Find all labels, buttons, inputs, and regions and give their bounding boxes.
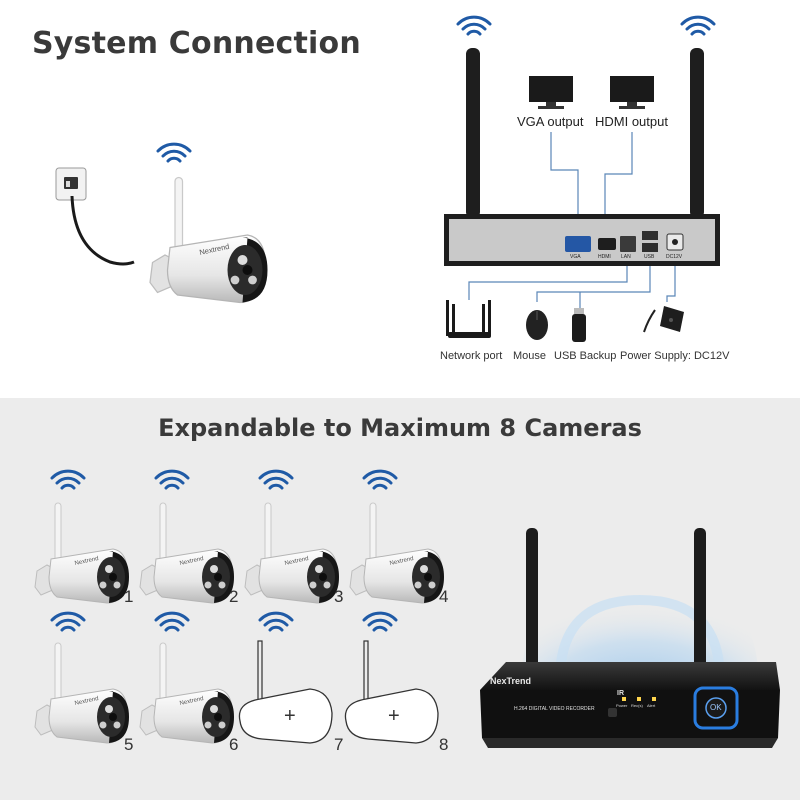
monitor-icon	[610, 76, 654, 109]
router-icon	[446, 300, 491, 338]
vga-port	[565, 236, 591, 252]
camera-large	[149, 176, 269, 304]
port-label-usb: USB	[644, 254, 655, 260]
indicator-power: Power	[616, 703, 628, 708]
add-camera-slot: +	[284, 705, 296, 727]
nvr-rear-panel	[444, 214, 720, 266]
ok-button: OK	[710, 703, 722, 712]
section-title: Expandable to Maximum 8 Cameras	[158, 414, 642, 442]
camera-number: 8	[439, 735, 449, 754]
page-title: System Connection	[32, 26, 361, 61]
camera-number: 3	[334, 587, 344, 606]
hdmi-output-label: HDMI output	[595, 114, 668, 129]
indicator-alert: Alert	[647, 703, 656, 708]
nvr-antenna-right	[694, 528, 706, 670]
camera-number: 4	[439, 587, 449, 606]
port-label-dc: DC12V	[666, 254, 683, 260]
add-camera-slot: +	[388, 705, 400, 727]
antenna-left	[466, 48, 480, 218]
power-adapter-icon	[643, 306, 684, 333]
indicator-rec: Rec(s)	[631, 703, 643, 708]
port-label-hdmi: HDMI	[598, 254, 611, 260]
camera-number: 2	[229, 587, 239, 606]
wifi-icon	[456, 15, 492, 36]
nvr-model-text: H.264 DIGITAL VIDEO RECORDER	[514, 706, 595, 712]
camera-number: 1	[124, 587, 134, 606]
port-label-lan: LAN	[621, 254, 631, 260]
usb-port	[642, 231, 658, 240]
port-label-vga: VGA	[570, 254, 581, 260]
nvr-antenna-left	[526, 528, 538, 670]
usb-port	[642, 243, 658, 252]
antenna-right	[690, 48, 704, 218]
brand-logo: NexTrend	[490, 676, 532, 686]
usb-backup-label: USB Backup	[554, 350, 617, 362]
monitor-icon	[529, 76, 573, 109]
mouse-icon	[526, 310, 548, 340]
system-connection-panel	[0, 0, 800, 398]
dc-power-port	[672, 239, 678, 245]
mouse-label: Mouse	[513, 350, 547, 362]
lan-port	[620, 236, 636, 252]
connector-lines	[468, 132, 676, 308]
camera-number: 5	[124, 735, 134, 754]
nvr-front	[480, 662, 780, 748]
camera-number: 6	[229, 735, 239, 754]
wifi-icon	[680, 15, 716, 36]
wifi-icon	[156, 142, 192, 163]
usb-drive-icon	[572, 308, 586, 342]
power-supply-label: Power Supply: DC12V	[620, 350, 730, 362]
camera-grid	[34, 502, 445, 744]
vga-output-label: VGA output	[517, 114, 584, 129]
network-port-label: Network port	[440, 350, 503, 362]
power-outlet-icon	[55, 167, 135, 266]
hdmi-port	[598, 238, 616, 250]
ir-label: IR	[617, 690, 624, 697]
camera-number: 7	[334, 735, 344, 754]
